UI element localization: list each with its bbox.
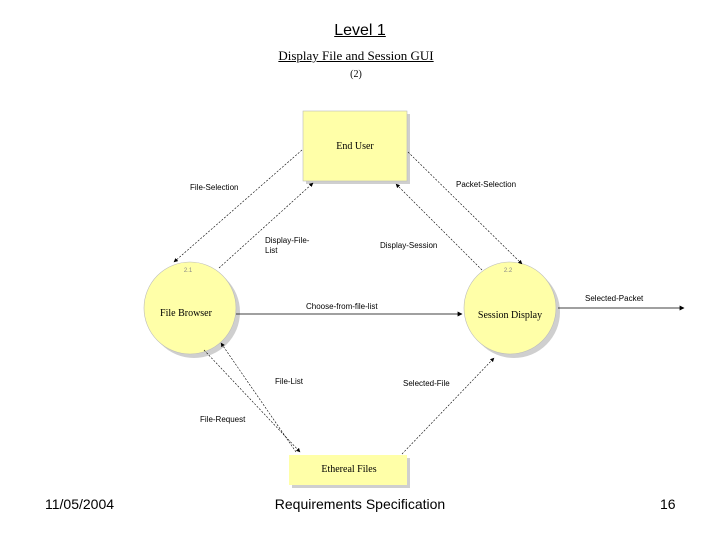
file-browser-label: File Browser [160,308,213,319]
flow-display-session [395,183,483,271]
end-user-node[interactable] [302,110,408,182]
flow-label-file-list: File-List [275,377,304,386]
flow-file-list [220,342,297,453]
file-browser-id: 2.1 [184,268,193,274]
flow-label-selected-file: Selected-File [403,379,450,388]
flow-display-file-list [218,182,314,269]
diagram-title: Display File and Session GUI [278,48,434,63]
flow-file-selection [173,149,303,263]
flow-label-choose-from-file-list: Choose-from-file-list [306,302,378,311]
session-display-node[interactable] [463,261,557,355]
flow-packet-selection [407,151,523,265]
flow-label-file-request: File-Request [200,415,246,424]
flow-selected-file [401,357,495,455]
footer-page-number: 16 [660,496,676,512]
end-user-label: End User [336,141,374,152]
slide-title: Level 1 [334,22,386,39]
flow-label-display-file-list-1: Display-File- [265,236,310,245]
ethereal-files-label: Ethereal Files [321,464,376,475]
flow-file-request [203,349,301,453]
session-display-label: Session Display [478,310,542,321]
flow-label-display-file-list-2: List [265,246,278,255]
flow-label-selected-packet: Selected-Packet [585,294,644,303]
session-display-id: 2.2 [504,268,513,274]
file-browser-node[interactable] [143,261,237,355]
footer-date: 11/05/2004 [45,496,115,512]
flow-label-packet-selection: Packet-Selection [456,180,516,189]
flow-label-file-selection: File-Selection [190,183,238,192]
diagram-subtitle: (2) [350,69,362,80]
footer-title: Requirements Specification [274,496,446,512]
ethereal-files-node[interactable] [289,455,407,485]
flow-label-display-session: Display-Session [380,241,437,250]
